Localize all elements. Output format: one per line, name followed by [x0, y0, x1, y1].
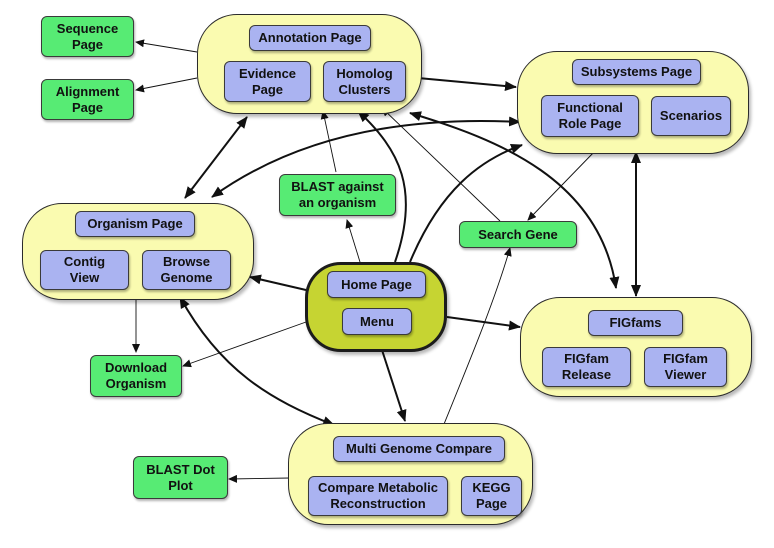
- edge-annotation-alignment: [135, 77, 198, 93]
- scenarios-node[interactable]: Scenarios: [651, 96, 731, 136]
- subsystems-page-node[interactable]: Subsystems Page: [572, 59, 701, 85]
- functional-role-page-node[interactable]: Functional Role Page: [541, 95, 639, 137]
- figfam-viewer-node[interactable]: FIGfam Viewer: [644, 347, 727, 387]
- contig-view-node[interactable]: Contig View: [40, 250, 129, 290]
- search-gene-node[interactable]: Search Gene: [459, 221, 577, 248]
- sequence-page-node[interactable]: Sequence Page: [41, 16, 134, 57]
- browse-genome-node[interactable]: Browse Genome: [142, 250, 231, 290]
- edge-home-download: [182, 321, 307, 368]
- edge-figfams-annotation: [409, 111, 620, 289]
- alignment-page-node[interactable]: Alignment Page: [41, 79, 134, 120]
- edge-home-blast: [345, 219, 361, 263]
- blast-against-organism-node[interactable]: BLAST against an organism: [279, 174, 396, 216]
- blast-dot-plot-node[interactable]: BLAST Dot Plot: [133, 456, 228, 499]
- homolog-clusters-node[interactable]: Homolog Clusters: [323, 61, 406, 102]
- edge-home-organism: [249, 274, 307, 291]
- edge-home-figfams: [446, 316, 521, 331]
- organism-page-node[interactable]: Organism Page: [75, 211, 195, 237]
- annotation-page-node[interactable]: Annotation Page: [249, 25, 371, 51]
- edge-blast-homolog: [320, 110, 337, 173]
- edge-annotation-subsystems: [417, 77, 517, 91]
- figfam-release-node[interactable]: FIGfam Release: [542, 347, 631, 387]
- edge-subsystems-search: [527, 149, 597, 221]
- edge-home-annotation: [357, 110, 407, 263]
- edge-annotation-organism: [184, 116, 248, 199]
- evidence-page-node[interactable]: Evidence Page: [224, 61, 311, 102]
- compare-metabolic-node[interactable]: Compare Metabolic Reconstruction: [308, 476, 448, 516]
- edge-annotation-sequence: [135, 39, 198, 53]
- edge-multigenome-dotplot: [228, 474, 291, 483]
- menu-node[interactable]: Menu: [342, 308, 412, 335]
- kegg-page-node[interactable]: KEGG Page: [461, 476, 522, 516]
- edge-organism-multigenome: [179, 296, 335, 426]
- edge-home-multigenome: [381, 349, 407, 422]
- download-organism-node[interactable]: Download Organism: [90, 355, 182, 397]
- multi-genome-compare-node[interactable]: Multi Genome Compare: [333, 436, 505, 462]
- edge-multigenome-search: [439, 247, 512, 435]
- home-page-node[interactable]: Home Page: [327, 271, 426, 298]
- figfams-node[interactable]: FIGfams: [588, 310, 683, 336]
